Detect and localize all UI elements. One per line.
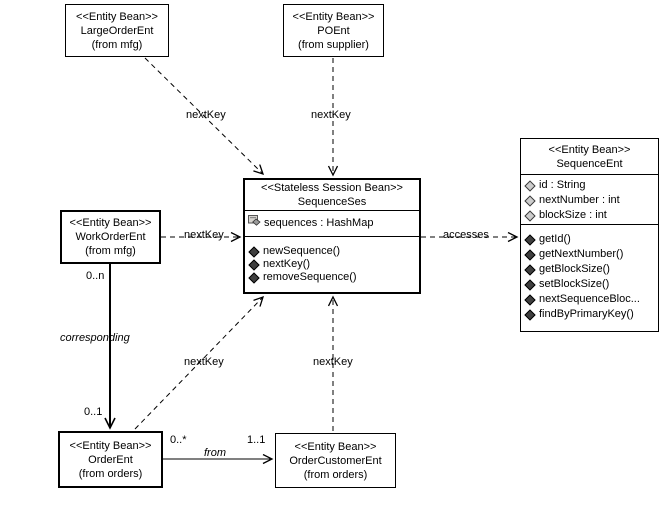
operation-label: newSequence() xyxy=(263,245,341,257)
operation-label: findByPrimaryKey() xyxy=(539,308,634,320)
operation-row: getNextNumber() xyxy=(521,247,658,262)
operations-compartment: getId() getNextNumber() getBlockSize() s… xyxy=(521,224,658,322)
attributes-compartment: sequences : HashMap xyxy=(245,210,419,236)
attribute-label: nextNumber : int xyxy=(539,194,620,206)
class-name: WorkOrderEnt xyxy=(75,231,146,243)
dependency-orderent-to-sequenceses[interactable] xyxy=(134,297,263,430)
class-largeorderent[interactable]: <<Entity Bean>> LargeOrderEnt (from mfg) xyxy=(65,4,169,57)
attribute-label: blockSize : int xyxy=(539,209,607,221)
class-stereotype: <<Entity Bean>> xyxy=(292,10,375,23)
class-package: (from mfg) xyxy=(91,38,143,51)
operation-label: removeSequence() xyxy=(263,271,357,283)
multiplicity-orderent-corresponding: 0..1 xyxy=(84,406,103,418)
operation-icon xyxy=(248,258,260,271)
class-stereotype: <<Entity Bean>> xyxy=(69,217,152,229)
operation-row: nextSequenceBloc... xyxy=(521,292,658,307)
operation-row: newSequence() xyxy=(245,245,419,258)
edge-label-from: from xyxy=(204,447,226,459)
class-name: OrderEnt xyxy=(88,453,133,466)
class-sequenceent[interactable]: <<Entity Bean>> SequenceEnt id : String … xyxy=(520,138,659,332)
class-name: OrderCustomerEnt xyxy=(289,454,382,467)
operation-row: setBlockSize() xyxy=(521,277,658,292)
operation-label: setBlockSize() xyxy=(539,278,610,290)
attribute-icon xyxy=(524,209,536,222)
class-name: SequenceSes xyxy=(297,196,367,208)
attribute-label: sequences : HashMap xyxy=(264,217,374,229)
attribute-icon xyxy=(524,179,536,192)
class-package: (from mfg) xyxy=(85,245,136,257)
operation-label: nextSequenceBloc... xyxy=(539,293,640,305)
operations-compartment: newSequence() nextKey() removeSequence() xyxy=(245,236,419,284)
class-package: (from orders) xyxy=(78,467,143,480)
attribute-row: sequences : HashMap xyxy=(245,215,419,231)
operation-icon xyxy=(524,233,536,246)
edge-label-nextkey-orderent: nextKey xyxy=(184,356,224,368)
edge-label-nextkey-ordercustomerent: nextKey xyxy=(313,356,353,368)
class-stereotype: <<Entity Bean>> xyxy=(294,440,377,453)
attributes-compartment: id : String nextNumber : int blockSize :… xyxy=(521,174,658,224)
class-orderent[interactable]: <<Entity Bean>> OrderEnt (from orders) xyxy=(58,431,163,488)
dependency-largeorderent-to-sequenceses[interactable] xyxy=(144,57,263,174)
class-title: <<Stateless Session Bean>> SequenceSes xyxy=(245,180,419,210)
class-title: <<Entity Bean>> SequenceEnt xyxy=(521,139,658,174)
attribute-row: blockSize : int xyxy=(521,208,658,223)
operation-icon xyxy=(524,263,536,276)
operation-icon xyxy=(524,308,536,321)
multiplicity-orderent-from: 0..* xyxy=(170,434,187,446)
attribute-row: nextNumber : int xyxy=(521,193,658,208)
attribute-label: id : String xyxy=(539,179,586,191)
class-name: POEnt xyxy=(317,24,350,37)
class-workorderent[interactable]: <<Entity Bean>> WorkOrderEnt (from mfg) xyxy=(60,210,161,264)
operation-row: removeSequence() xyxy=(245,271,419,284)
edge-label-nextkey-poent: nextKey xyxy=(311,109,351,121)
class-package: (from orders) xyxy=(303,468,368,481)
edge-label-accesses: accesses xyxy=(443,229,489,241)
class-ordercustomerent[interactable]: <<Entity Bean>> OrderCustomerEnt (from o… xyxy=(275,433,396,488)
edge-label-corresponding: corresponding xyxy=(60,332,130,344)
class-stereotype: <<Entity Bean>> xyxy=(69,439,152,452)
class-name: LargeOrderEnt xyxy=(80,24,154,37)
operation-icon xyxy=(524,278,536,291)
operation-icon xyxy=(248,271,260,284)
edge-label-nextkey-workorderent: nextKey xyxy=(184,229,224,241)
operation-row: findByPrimaryKey() xyxy=(521,307,658,322)
operation-icon xyxy=(248,245,260,258)
operation-label: getNextNumber() xyxy=(539,248,624,260)
operation-label: getBlockSize() xyxy=(539,263,610,275)
class-stereotype: <<Entity Bean>> xyxy=(548,143,631,156)
operation-label: nextKey() xyxy=(263,258,311,270)
operation-row: getId() xyxy=(521,232,658,247)
operation-icon xyxy=(524,293,536,306)
edge-label-nextkey-largeorderent: nextKey xyxy=(186,109,226,121)
multiplicity-ordercustomerent: 1..1 xyxy=(247,434,266,446)
attribute-icon xyxy=(524,194,536,207)
multiplicity-workorderent: 0..n xyxy=(86,270,105,282)
class-stereotype: <<Entity Bean>> xyxy=(76,10,158,23)
operation-icon xyxy=(524,248,536,261)
class-package: (from supplier) xyxy=(298,38,369,51)
class-name: SequenceEnt xyxy=(556,157,623,170)
attribute-row: id : String xyxy=(521,178,658,193)
operation-label: getId() xyxy=(539,233,571,245)
operation-row: nextKey() xyxy=(245,258,419,271)
class-poent[interactable]: <<Entity Bean>> POEnt (from supplier) xyxy=(283,4,384,57)
operation-row: getBlockSize() xyxy=(521,262,658,277)
class-sequenceses[interactable]: <<Stateless Session Bean>> SequenceSes s… xyxy=(243,178,421,294)
class-stereotype: <<Stateless Session Bean>> xyxy=(261,182,403,194)
hashmap-attribute-icon xyxy=(248,215,261,231)
